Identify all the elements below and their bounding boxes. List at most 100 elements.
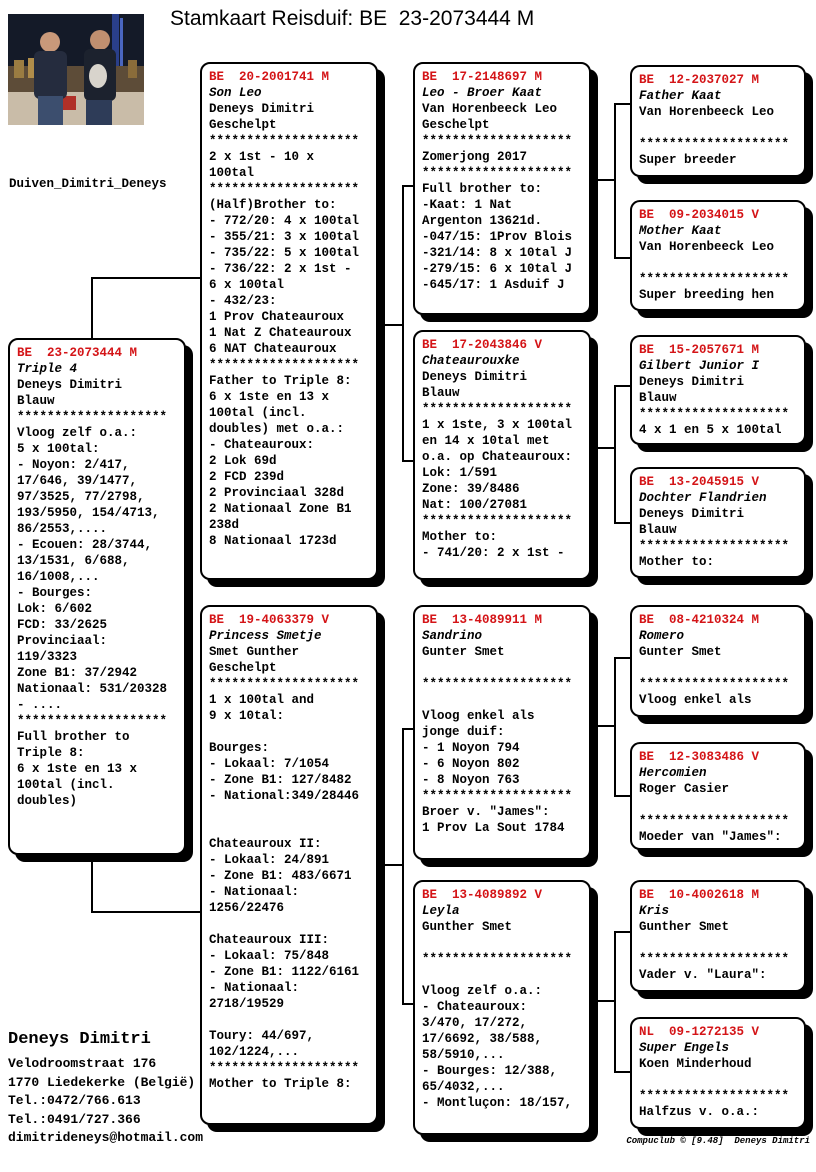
connector-line <box>402 728 413 730</box>
ring-number: BE 17-2043846 V <box>422 338 543 352</box>
pigeon-name: Leo - Broer Kaat <box>422 86 543 100</box>
ring-number: BE 10-4002618 M <box>639 888 760 902</box>
pigeon-name: Super Engels <box>639 1041 730 1055</box>
ring-number: BE 08-4210324 M <box>639 613 760 627</box>
pedigree-card-sdd: BE 13-2045915 V Dochter Flandrien Deneys… <box>630 467 806 578</box>
ring-number: BE 17-2148697 M <box>422 70 543 84</box>
connector-line <box>614 931 616 1073</box>
connector-line <box>91 853 93 913</box>
connector-line <box>614 522 630 524</box>
connector-line <box>614 385 630 387</box>
connector-line <box>614 657 616 797</box>
pedigree-card-sss: BE 12-2037027 M Father Kaat Van Horenbee… <box>630 65 806 177</box>
card-details: Gunther Smet ******************** Vader … <box>639 920 790 982</box>
pedigree-card-ssd: BE 09-2034015 V Mother Kaat Van Horenbee… <box>630 200 806 311</box>
ring-number: BE 23-2073444 M <box>17 346 138 360</box>
connector-line <box>614 931 630 933</box>
compuclub-credit: Compuclub © [9.48] Deneys Dimitri <box>626 1136 810 1146</box>
page-title: Stamkaart Reisduif: BE 23-2073444 M <box>170 7 535 30</box>
connector-line <box>614 385 616 524</box>
connector-line <box>614 103 630 105</box>
card-details: Smet Gunther Geschelpt *****************… <box>209 645 360 1091</box>
pigeon-name: Kris <box>639 904 670 918</box>
connector-line <box>592 447 615 449</box>
connector-line <box>91 911 200 913</box>
connector-line <box>402 728 404 1005</box>
pedigree-card-ddd: NL 09-1272135 V Super Engels Koen Minder… <box>630 1017 806 1129</box>
ring-number: BE 12-3083486 V <box>639 750 760 764</box>
owner-name: Deneys Dimitri <box>8 1030 151 1049</box>
pedigree-card-dss: BE 08-4210324 M Romero Gunter Smet *****… <box>630 605 806 717</box>
pedigree-card-dam: BE 19-4063379 V Princess Smetje Smet Gun… <box>200 605 378 1125</box>
connector-line <box>592 725 615 727</box>
ring-number: BE 20-2001741 M <box>209 70 330 84</box>
pigeon-name: Hercomien <box>639 766 707 780</box>
pigeon-name: Dochter Flandrien <box>639 491 767 505</box>
connector-line <box>380 324 403 326</box>
pigeon-name: Chateaurouxke <box>422 354 520 368</box>
pedigree-card-sires-sire: BE 17-2148697 M Leo - Broer Kaat Van Hor… <box>413 62 591 315</box>
owner-city: 1770 Liedekerke (België) <box>8 1074 196 1090</box>
pedigree-card-subject: BE 23-2073444 M Triple 4 Deneys Dimitri … <box>8 338 186 855</box>
connector-line <box>402 1003 413 1005</box>
pigeon-name: Leyla <box>422 904 460 918</box>
connector-line <box>380 864 403 866</box>
pigeon-name: Son Leo <box>209 86 262 100</box>
connector-line <box>402 185 404 462</box>
pigeon-name: Sandrino <box>422 629 483 643</box>
card-details: Deneys Dimitri Blauw *******************… <box>639 507 790 569</box>
owner-contact-block: Deneys Dimitri Velodroomstraat 176 1770 … <box>8 1030 203 1148</box>
card-details: Deneys Dimitri Geschelpt ***************… <box>209 102 360 548</box>
ring-number: NL 09-1272135 V <box>639 1025 760 1039</box>
connector-line <box>91 277 200 279</box>
owner-street: Velodroomstraat 176 <box>8 1056 157 1071</box>
photo-two-men-image <box>8 14 144 125</box>
ring-number: BE 15-2057671 M <box>639 343 760 357</box>
pigeon-name: Father Kaat <box>639 89 722 103</box>
pigeon-name: Princess Smetje <box>209 629 322 643</box>
owner-phone-2: Tel.:0491/727.366 <box>8 1111 141 1127</box>
connector-line <box>614 103 616 259</box>
ring-number: BE 13-4089892 V <box>422 888 543 902</box>
connector-line <box>402 185 413 187</box>
connector-line <box>402 460 413 462</box>
card-details: Roger Casier ******************** Moeder… <box>639 782 790 844</box>
pedigree-card-sds: BE 15-2057671 M Gilbert Junior I Deneys … <box>630 335 806 445</box>
card-details: Gunter Smet ******************** Vloog e… <box>422 645 573 835</box>
connector-line <box>614 657 630 659</box>
owner-phone-1: Tel.:0472/766.613 <box>8 1093 141 1108</box>
card-details: Deneys Dimitri Blauw *******************… <box>639 375 790 437</box>
pedigree-card-sire: BE 20-2001741 M Son Leo Deneys Dimitri G… <box>200 62 378 580</box>
connector-line <box>614 257 630 259</box>
ring-number: BE 13-4089911 M <box>422 613 543 627</box>
pedigree-card-sires-dam: BE 17-2043846 V Chateaurouxke Deneys Dim… <box>413 330 591 580</box>
pigeon-name: Mother Kaat <box>639 224 722 238</box>
owner-email: dimitrideneys@hotmail.com <box>8 1130 204 1145</box>
connector-line <box>91 277 93 340</box>
card-details: Van Horenbeeck Leo ******************** … <box>639 105 790 167</box>
ring-number: BE 09-2034015 V <box>639 208 760 222</box>
loft-photo <box>8 14 144 125</box>
connector-line <box>592 179 615 181</box>
card-details: Deneys Dimitri Blauw *******************… <box>422 370 573 560</box>
ring-number: BE 13-2045915 V <box>639 475 760 489</box>
pedigree-card-dams-sire: BE 13-4089911 M Sandrino Gunter Smet ***… <box>413 605 591 860</box>
card-details: Deneys Dimitri Blauw *******************… <box>17 378 168 808</box>
pedigree-card-dsd: BE 12-3083486 V Hercomien Roger Casier *… <box>630 742 806 850</box>
photo-caption: Duiven_Dimitri_Deneys <box>9 177 167 191</box>
ring-number: BE 12-2037027 M <box>639 73 760 87</box>
pigeon-name: Triple 4 <box>17 362 78 376</box>
card-details: Koen Minderhoud ******************** Hal… <box>639 1057 790 1119</box>
pigeon-name: Romero <box>639 629 685 643</box>
pedigree-card-dams-dam: BE 13-4089892 V Leyla Gunther Smet *****… <box>413 880 591 1135</box>
card-details: Gunther Smet ******************** Vloog … <box>422 920 573 1110</box>
pedigree-card-dds: BE 10-4002618 M Kris Gunther Smet ******… <box>630 880 806 992</box>
card-details: Gunter Smet ******************** Vloog e… <box>639 645 790 707</box>
connector-line <box>614 1071 630 1073</box>
ring-number: BE 19-4063379 V <box>209 613 330 627</box>
connector-line <box>614 795 630 797</box>
connector-line <box>592 1000 615 1002</box>
card-details: Van Horenbeeck Leo Geschelpt ***********… <box>422 102 573 292</box>
card-details: Van Horenbeeck Leo ******************** … <box>639 240 790 302</box>
